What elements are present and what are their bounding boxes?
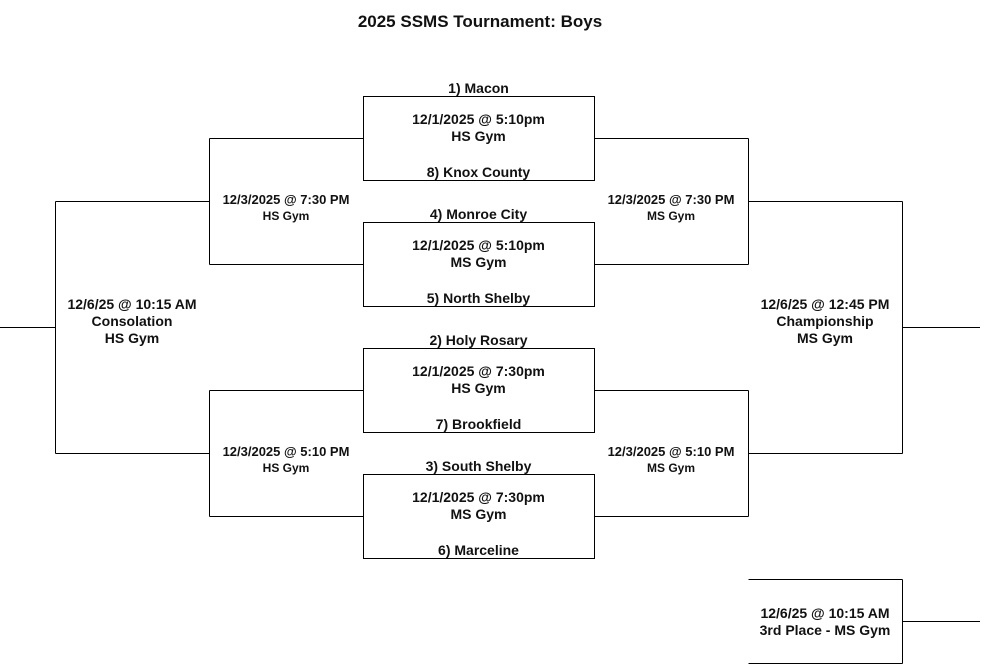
consolation-final: 12/6/25 @ 10:15 AM Consolation HS Gym: [55, 296, 209, 347]
consolation-semi-1: 12/3/2025 @ 7:30 PM HS Gym: [209, 192, 363, 224]
consolation-semi-2: 12/3/2025 @ 5:10 PM HS Gym: [209, 444, 363, 476]
round1-game1-bottom-team: 8) Knox County: [426, 164, 531, 180]
round1-game4-bottom-team: 6) Marceline: [438, 542, 519, 558]
round1-game4-date: 12/1/2025 @ 7:30pm: [412, 489, 545, 505]
round1-game2-location: MS Gym: [450, 254, 507, 270]
round1-game4-location: MS Gym: [450, 506, 507, 522]
third-place-label: 3rd Place - MS Gym: [759, 622, 891, 638]
round1-game3-bottom-team: 7) Brookfield: [435, 416, 522, 432]
round1-game2-top-team: 4) Monroe City: [429, 206, 528, 222]
round1-game4-top-team: 3) South Shelby: [425, 458, 532, 474]
round1-game3-top-team: 2) Holy Rosary: [429, 332, 528, 348]
consolation-final-date: 12/6/25 @ 10:15 AM: [67, 296, 197, 312]
winner-semi-2: 12/3/2025 @ 5:10 PM MS Gym: [594, 444, 748, 476]
round1-game3-date: 12/1/2025 @ 7:30pm: [412, 363, 545, 379]
consolation-semi-1-location: HS Gym: [262, 209, 310, 223]
consolation-semi-2-location: HS Gym: [262, 461, 310, 475]
championship-location: MS Gym: [796, 330, 853, 346]
round1-game1-date: 12/1/2025 @ 5:10pm: [412, 111, 545, 127]
round1-game1-info: 12/1/2025 @ 5:10pm HS Gym: [363, 111, 594, 145]
round1-game1-top-team: 1) Macon: [448, 80, 509, 96]
third-place-game: 12/6/25 @ 10:15 AM 3rd Place - MS Gym: [748, 605, 902, 639]
winner-semi-1-location: MS Gym: [646, 209, 695, 223]
round1-game2-bottom-team: 5) North Shelby: [426, 290, 531, 306]
winner-semi-2-date: 12/3/2025 @ 5:10 PM: [607, 444, 735, 459]
championship-game: 12/6/25 @ 12:45 PM Championship MS Gym: [748, 296, 902, 347]
round1-game3-location: HS Gym: [451, 380, 506, 396]
championship-date: 12/6/25 @ 12:45 PM: [760, 296, 890, 312]
consolation-semi-1-date: 12/3/2025 @ 7:30 PM: [222, 192, 350, 207]
bracket-title: 2025 SSMS Tournament: Boys: [357, 12, 603, 31]
consolation-final-location: HS Gym: [104, 330, 160, 346]
winner-semi-1: 12/3/2025 @ 7:30 PM MS Gym: [594, 192, 748, 224]
consolation-semi-2-date: 12/3/2025 @ 5:10 PM: [222, 444, 350, 459]
winner-semi-1-date: 12/3/2025 @ 7:30 PM: [607, 192, 735, 207]
round1-game4-info: 12/1/2025 @ 7:30pm MS Gym: [363, 489, 594, 523]
third-place-date: 12/6/25 @ 10:15 AM: [760, 605, 890, 621]
round1-game2-date: 12/1/2025 @ 5:10pm: [412, 237, 545, 253]
championship-name: Championship: [776, 313, 874, 329]
round1-game3-info: 12/1/2025 @ 7:30pm HS Gym: [363, 363, 594, 397]
winner-semi-2-location: MS Gym: [646, 461, 695, 475]
round1-game1-location: HS Gym: [451, 128, 506, 144]
consolation-final-name: Consolation: [91, 313, 173, 329]
round1-game2-info: 12/1/2025 @ 5:10pm MS Gym: [363, 237, 594, 271]
